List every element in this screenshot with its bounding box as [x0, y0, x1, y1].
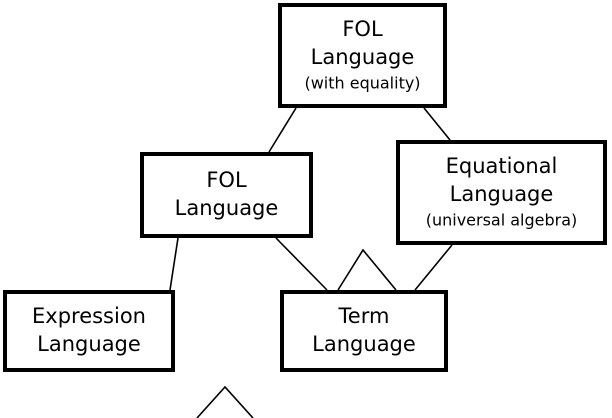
node-border-fol-language: [140, 152, 313, 238]
node-label-equational-language-line2: Language: [450, 182, 554, 206]
node-label-expression-language-line1: Expression: [32, 304, 146, 328]
node-label-fol-language-with-equality-line2: Language: [311, 45, 415, 69]
edge-fol-to-term: [275, 237, 328, 291]
node-label-equational-language-line1: Equational: [446, 154, 558, 178]
edge-fol-to-expression: [169, 237, 179, 291]
node-label-expression-language-line2: Language: [37, 332, 141, 356]
node-label-term-language-line1: Term: [338, 304, 390, 328]
edge-fol-eq-to-fol: [268, 107, 297, 153]
node-label-fol-language-line2: Language: [175, 196, 279, 220]
node-label-fol-language-with-equality-line1: FOL: [342, 17, 383, 41]
node-border-fol-language-with-equality: [278, 3, 447, 108]
edge-peak-below-center: [196, 385, 254, 418]
node-border-expression-language: [3, 290, 175, 372]
node-fol-language-with-equality[interactable]: FOL Language (with equality): [278, 3, 447, 108]
node-label-term-language-line2: Language: [312, 332, 416, 356]
node-label-fol-language-line1: FOL: [206, 168, 247, 192]
edge-peak-above-term: [337, 248, 397, 291]
edges-layer: [169, 107, 453, 418]
node-border-term-language: [280, 290, 448, 372]
edge-equational-to-term: [414, 244, 453, 291]
edge-fol-eq-to-equational: [423, 107, 451, 141]
node-sublabel-fol-language-with-equality: (with equality): [304, 74, 420, 93]
node-border-equational-language: [396, 140, 607, 245]
node-fol-language[interactable]: FOL Language: [140, 152, 313, 238]
node-sublabel-equational-language: (universal algebra): [426, 211, 578, 230]
